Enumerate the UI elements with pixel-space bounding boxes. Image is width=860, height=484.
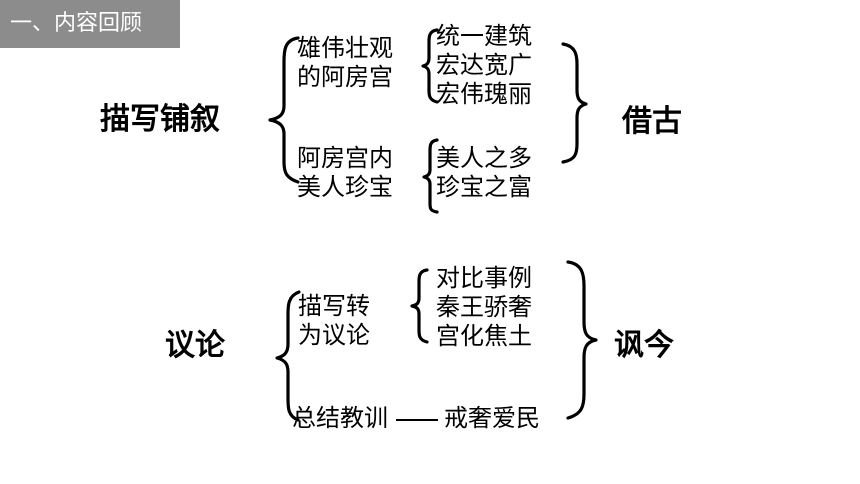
detail-line: 对比事例	[436, 264, 532, 292]
brace-left-part2	[275, 290, 301, 422]
part2-group-a-details: 对比事例 秦王骄奢 宫化焦土	[436, 264, 532, 351]
detail-line: 美人之多	[436, 144, 532, 172]
summary-conclusion: 戒奢爱民	[444, 404, 540, 432]
brace-right-part1	[561, 42, 588, 164]
part2-topic-line: 为议论	[298, 321, 370, 349]
section-title-badge: 一、内容回顾	[0, 0, 180, 48]
summary-label: 总结教训	[292, 404, 388, 432]
brace-left-part1	[268, 36, 300, 184]
group-b-details: 美人之多 珍宝之富	[436, 144, 532, 202]
group-b-topic: 阿房宫内 美人珍宝	[297, 144, 393, 202]
argue-heading: 议论	[165, 328, 225, 363]
group-b-line: 阿房宫内	[297, 144, 393, 172]
group-a-details: 统一建筑 宏达宽广 宏伟瑰丽	[436, 22, 532, 109]
group-a-line: 雄伟壮观	[297, 34, 393, 62]
brace-left-group-c	[410, 268, 429, 344]
part2-group-a-topic: 描写转 为议论	[298, 292, 370, 350]
group-b-line: 美人珍宝	[297, 173, 393, 201]
brace-left-group-a	[421, 28, 439, 104]
detail-line: 珍宝之富	[436, 173, 532, 201]
summary-dash	[396, 418, 438, 421]
group-a-line: 的阿房宫	[297, 63, 393, 91]
detail-line: 宏达宽广	[436, 51, 532, 79]
borrow-past-heading: 借古	[622, 104, 682, 139]
group-a-topic: 雄伟壮观 的阿房宫	[297, 34, 393, 92]
describe-heading: 描写铺叙	[100, 102, 220, 137]
satirize-present-heading: 讽今	[614, 328, 674, 363]
part2-topic-line: 描写转	[298, 292, 370, 320]
brace-right-part2	[566, 260, 598, 420]
summary-lesson: 总结教训 戒奢爱民	[292, 402, 540, 434]
detail-line: 宫化焦土	[436, 322, 532, 350]
detail-line: 统一建筑	[436, 22, 532, 50]
detail-line: 宏伟瑰丽	[436, 80, 532, 108]
detail-line: 秦王骄奢	[436, 293, 532, 321]
